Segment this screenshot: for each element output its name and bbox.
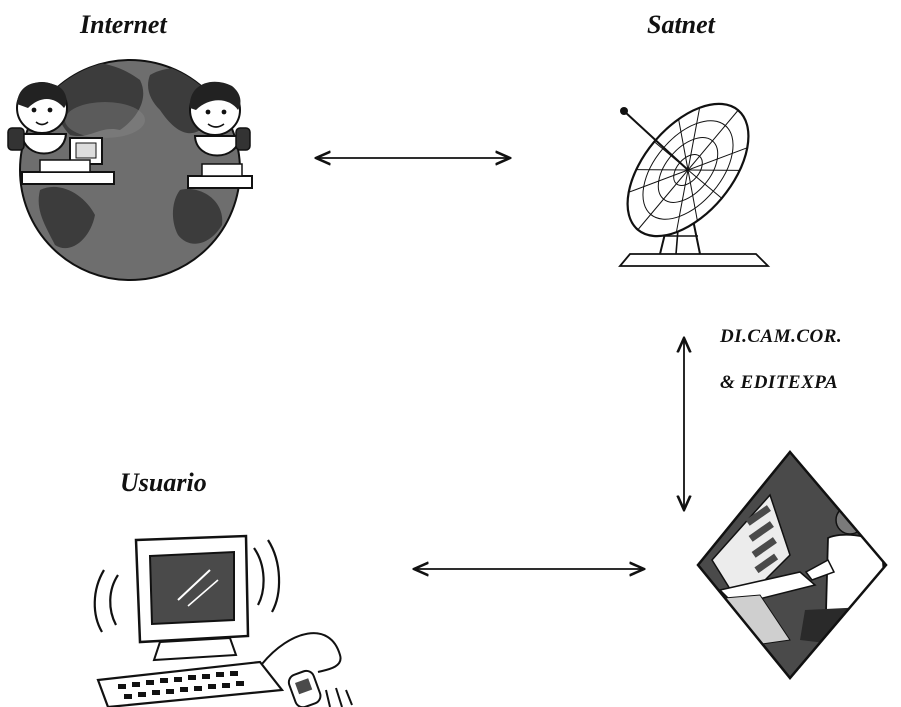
provider-label-line2: & EDITEXPA	[720, 372, 839, 393]
internet-label: Internet	[80, 10, 167, 39]
globe-with-people-icon	[7, 59, 253, 281]
satnet-label: Satnet	[647, 10, 715, 39]
person-right-icon	[187, 81, 253, 189]
person-left-icon	[7, 82, 115, 185]
operator-workstation-icon	[696, 450, 888, 680]
satellite-dish-icon	[618, 102, 771, 267]
usuario-label: Usuario	[120, 468, 207, 497]
user-computer-icon	[93, 534, 353, 707]
provider-label-line1: DI.CAM.COR.	[720, 326, 843, 347]
